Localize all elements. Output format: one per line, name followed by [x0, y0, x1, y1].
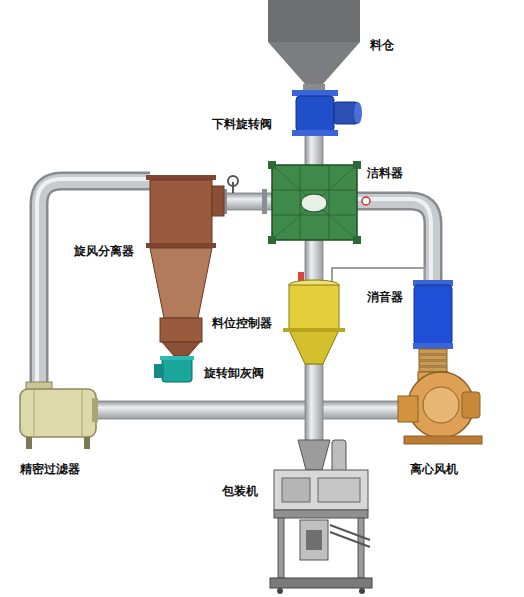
discharge-valve — [154, 356, 194, 382]
material-cleaner — [268, 161, 370, 244]
pipe-network — [37, 179, 433, 388]
precision-filter — [20, 382, 98, 449]
part-name: 料位控制器 — [212, 316, 272, 330]
muffler — [413, 280, 453, 372]
rotary-valve — [292, 90, 362, 136]
pipe — [95, 401, 403, 419]
level-controller — [283, 272, 345, 364]
packaging-machine — [270, 440, 372, 594]
part-name: 旋转卸灰阀 — [204, 366, 264, 380]
pipe — [305, 364, 323, 444]
part-name: 精密过滤器 — [20, 462, 80, 476]
part-name: 洁料器 — [367, 166, 403, 180]
part-name: 离心风机 — [410, 462, 458, 476]
part-name: 消音器 — [367, 290, 403, 304]
hopper — [268, 0, 360, 92]
part-name: 料仓 — [370, 38, 394, 52]
part-name: 下料旋转阀 — [212, 117, 272, 131]
part-name: 旋风分离器 — [74, 244, 134, 258]
centrifugal-fan — [398, 372, 482, 444]
part-name: 包装机 — [222, 484, 258, 498]
pipe — [305, 133, 323, 167]
pipe — [305, 240, 323, 284]
gate-valve — [222, 176, 267, 214]
